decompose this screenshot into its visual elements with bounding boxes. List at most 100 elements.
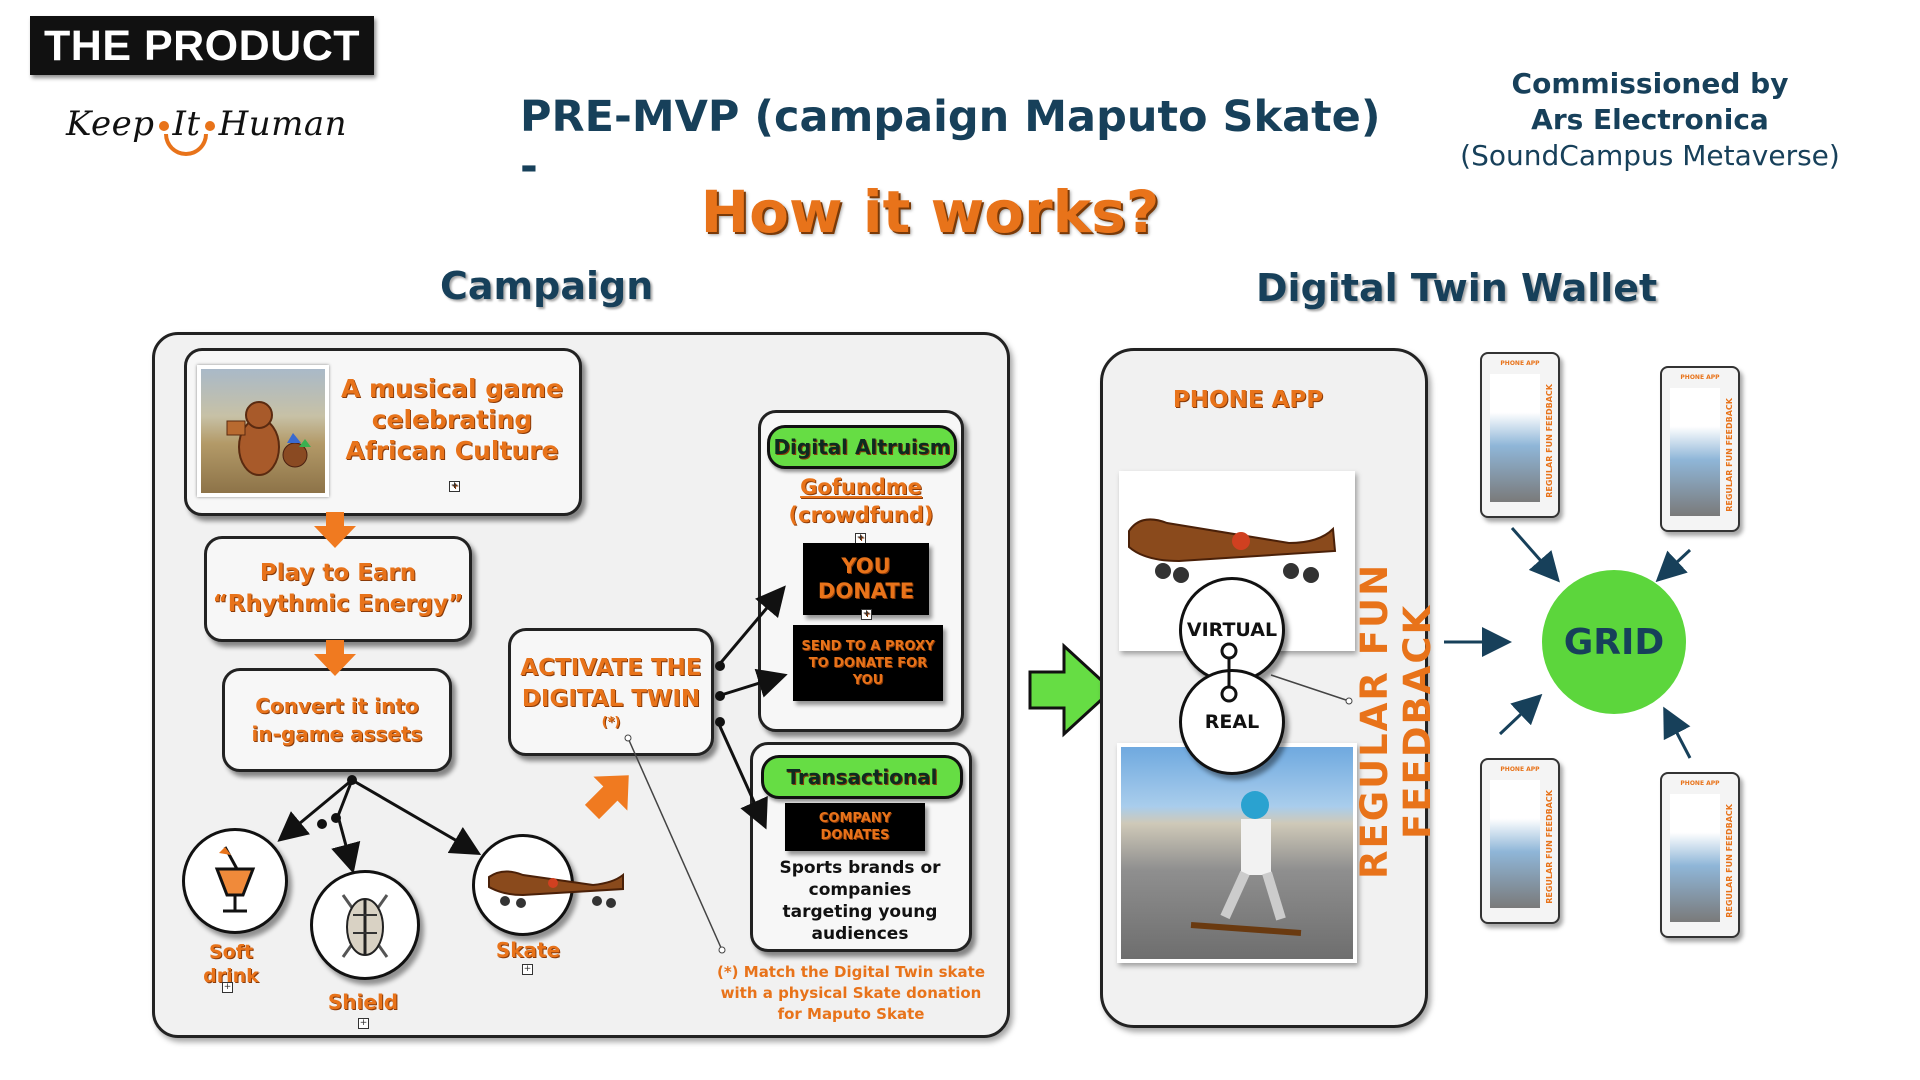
skater-illustration [1190,791,1302,936]
footnote-line-3: for Maputo Skate [777,1005,925,1023]
arrow-thumb-to-grid [1655,548,1692,583]
play-to-earn-box: Play to Earn “Rhythmic Energy” [204,536,472,642]
expand-icon[interactable]: + [522,964,533,975]
commission-line-1: Commissioned by [1511,67,1789,100]
convert-box-line-1: Convert it into [255,694,419,718]
convert-assets-box: Convert it into in-game assets [222,668,452,772]
soft-drink-circle [182,828,288,934]
company-donates-line-2: DONATES [820,828,890,843]
thumb-preview-image [1490,780,1540,908]
down-arrow-icon [314,512,356,548]
transactional-description: Sports brands or companies targeting you… [779,858,941,944]
virtual-skate-image [1119,471,1355,651]
thumb-vertical-label: REGULAR FUN FEEDBACK [1545,384,1554,498]
logo-word-human: Human [218,104,348,144]
commission-line-3: (SoundCampus Metaverse) [1460,139,1840,172]
activate-line-2: DIGITAL TWIN [521,686,701,712]
you-donate-line-1: YOU [841,554,891,578]
thumb-header: PHONE APP [1680,780,1720,787]
thumb-header: PHONE APP [1500,766,1540,773]
arrow-thumb-to-grid [1663,706,1692,759]
page-title: PRE-MVP (campaign Maputo Skate) - [520,92,1381,192]
thumb-vertical-label: REGULAR FUN FEEDBACK [1725,398,1734,512]
commission-line-2: Ars Electronica [1531,103,1769,136]
green-right-arrow-icon [1028,642,1115,738]
expand-icon[interactable]: + [222,982,233,993]
play-box-line-2: “Rhythmic Energy” [212,591,464,617]
activate-line-1: ACTIVATE THE [520,655,702,681]
virtual-node: VIRTUAL [1179,577,1285,683]
play-box-line-1: Play to Earn [259,560,417,586]
you-donate-line-2: DONATE [817,579,915,603]
soft-drink-label: Soft drink [203,941,259,987]
footnote-pointer [627,737,723,951]
gofundme-link[interactable]: Gofundme [800,475,922,499]
thumb-header: PHONE APP [1500,360,1540,367]
page-subtitle: How it works? [700,178,1160,246]
footnote-line-1: (*) Match the Digital Twin skate [716,963,985,981]
arrow-to-proxy [717,668,788,698]
logo-dot [204,121,215,131]
commission-note: Commissioned by Ars Electronica (SoundCa… [1450,66,1850,174]
game-character-illustration [226,401,311,476]
thumb-preview-image [1670,794,1720,922]
company-donates-line-1: COMPANY [818,811,892,826]
expand-icon[interactable]: + [861,609,872,620]
thumb-preview-image [1670,388,1720,516]
thumb-vertical-label: REGULAR FUN FEEDBACK [1545,790,1554,904]
phone-thumbnail: PHONE APP REGULAR FUN FEEDBACK [1660,366,1740,532]
game-box-text: A musical game celebrating African Cultu… [340,374,564,465]
shield-label: Shield [327,990,399,1014]
thumb-header: PHONE APP [1680,374,1720,381]
logo-word-keep: Keep [66,104,155,144]
phone-app-panel: PHONE APP VIRTUAL REAL REGULAR FUN FEEDB… [1100,348,1439,1028]
footnote-line-2: with a physical Skate donation [720,984,982,1002]
game-screenshot-image [197,365,329,497]
phone-app-title: PHONE APP [1172,387,1324,413]
expand-icon[interactable]: + [358,1018,369,1029]
company-donates-box: COMPANY DONATES [785,803,925,851]
activate-note: (*) [601,715,621,730]
soft-drink-icon [214,846,256,913]
branch-to-skate [351,778,482,856]
crowdfund-label: (crowdfund) [788,503,934,527]
logo-dot [158,121,169,131]
twin-link [1220,642,1353,705]
digital-altruism-box: Digital Altruism Gofundme (crowdfund) + … [758,410,964,732]
skate-icon [488,870,624,908]
proxy-donate-box: SEND TO A PROXY TO DONATE FOR YOU [793,625,943,701]
skate-label: Skate [495,938,561,962]
thumb-preview-image [1490,374,1540,502]
campaign-heading: Campaign [440,264,654,308]
wallet-heading: Digital Twin Wallet [1256,266,1658,310]
arrow-to-company [716,721,768,830]
skateboard-illustration [1128,518,1337,583]
you-donate-box: YOU DONATE [803,543,929,615]
branch-to-shield [331,815,361,874]
convert-box-line-2: in-game assets [251,722,423,746]
branch-to-drink [277,778,353,842]
transactional-box: Transactional COMPANY DONATES Sports bra… [750,742,972,952]
phone-thumbnail: PHONE APP REGULAR FUN FEEDBACK [1660,772,1740,938]
arrow-thumb-to-grid [1510,527,1560,583]
regular-fun-feedback-label: REGULAR FUN FEEDBACK [1353,562,1439,880]
skate-circle [472,834,624,936]
grid-node: GRID [1542,570,1686,714]
footnote: (*) Match the Digital Twin skate with a … [716,962,986,1025]
diagonal-arrow-icon [584,775,629,820]
game-box: A musical game celebrating African Cultu… [184,348,582,516]
expand-icon[interactable]: + [449,481,460,492]
shield-icon [341,894,389,958]
digital-altruism-pill: Digital Altruism [767,425,957,469]
transactional-pill: Transactional [761,755,963,799]
thumb-vertical-label: REGULAR FUN FEEDBACK [1725,804,1734,918]
phone-thumbnail: PHONE APP REGULAR FUN FEEDBACK [1480,758,1560,924]
product-tag: THE PRODUCT [30,16,375,75]
shield-circle [310,870,420,980]
arrow-thumb-to-grid [1498,693,1543,736]
phone-thumbnail: PHONE APP REGULAR FUN FEEDBACK [1480,352,1560,518]
arrow-to-you-donate [716,585,786,667]
activate-digital-twin-box: ACTIVATE THE DIGITAL TWIN (*) [508,628,714,756]
